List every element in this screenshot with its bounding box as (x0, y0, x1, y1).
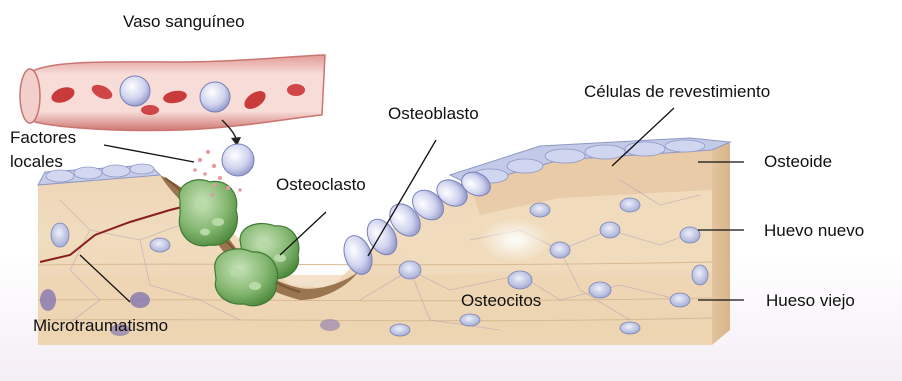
label-vaso-sanguineo: Vaso sanguíneo (123, 12, 245, 32)
label-osteocitos: Osteocitos (461, 291, 541, 311)
label-factores-locales-line1: Factores (10, 128, 76, 148)
label-microtraumatismo: Microtraumatismo (33, 316, 168, 336)
label-celulas-revestimiento: Células de revestimiento (584, 82, 770, 102)
label-factores-locales-line2: locales (10, 152, 63, 172)
recruited-precursor-cell (222, 144, 254, 176)
bone-block-side (712, 142, 730, 345)
label-osteoide: Osteoide (764, 152, 832, 172)
label-osteoblasto: Osteoblasto (388, 104, 479, 124)
label-huevo-nuevo: Huevo nuevo (764, 221, 864, 241)
label-osteoclasto: Osteoclasto (276, 175, 366, 195)
blood-vessel (20, 55, 325, 131)
label-hueso-viejo: Hueso viejo (766, 291, 855, 311)
matrix-highlight (480, 218, 550, 262)
